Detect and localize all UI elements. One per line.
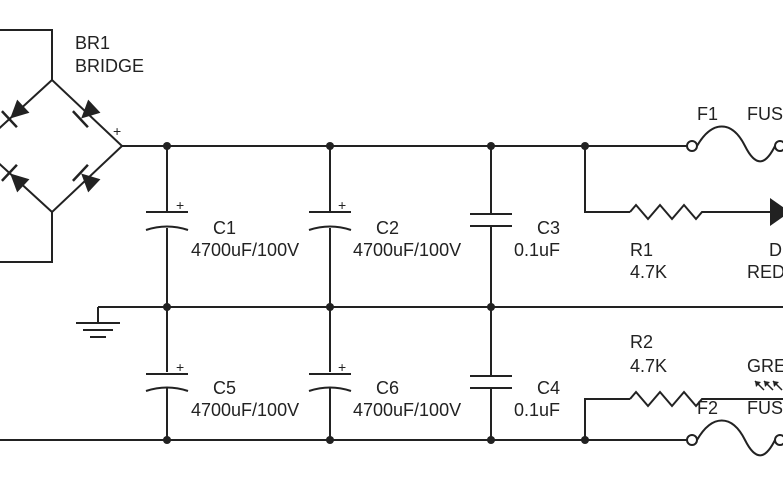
bridge-diode-icon xyxy=(1,163,30,193)
bridge-ref: BR1 xyxy=(75,33,110,53)
bridge-diode-icon xyxy=(72,163,101,193)
cap-value: 4700uF/100V xyxy=(191,400,299,420)
bridge-wire-left xyxy=(0,79,53,213)
cap-plus: + xyxy=(338,197,346,213)
cap-plus: + xyxy=(338,359,346,375)
led-color: GRE xyxy=(747,356,783,376)
resistor-r1: R1 4.7K xyxy=(629,203,770,282)
cap-plus: + xyxy=(176,359,184,375)
led-red-icon: D RED xyxy=(747,198,783,282)
fuse-f2: F2 FUS xyxy=(686,398,783,457)
capacitor-c2: + C2 4700uF/100V xyxy=(308,197,461,260)
capacitor-c4: C4 0.1uF xyxy=(470,375,560,420)
resistor-r2: R2 4.7K xyxy=(629,332,783,408)
bridge-rectifier: BR1 BRIDGE + xyxy=(0,29,144,263)
fuse-ref: F1 xyxy=(697,104,718,124)
cap-value: 4700uF/100V xyxy=(191,240,299,260)
cap-ref: C4 xyxy=(537,378,560,398)
light-emission-arrows-icon xyxy=(754,380,783,391)
resistor-ref: R2 xyxy=(630,332,653,352)
cap-ref: C3 xyxy=(537,218,560,238)
bridge-diode-icon xyxy=(72,99,101,129)
resistor-value: 4.7K xyxy=(630,356,667,376)
cap-ref: C6 xyxy=(376,378,399,398)
cap-value: 0.1uF xyxy=(514,240,560,260)
ground-icon xyxy=(76,307,120,338)
cap-ref: C5 xyxy=(213,378,236,398)
cap-value: 0.1uF xyxy=(514,400,560,420)
cap-plus: + xyxy=(176,197,184,213)
resistor-ref: R1 xyxy=(630,240,653,260)
fuse-f1: F1 FUS xyxy=(686,104,783,163)
r1-branch-wire xyxy=(584,146,630,213)
bridge-type: BRIDGE xyxy=(75,56,144,76)
cap-value: 4700uF/100V xyxy=(353,240,461,260)
bridge-plus: + xyxy=(113,123,121,139)
fuse-ref: F2 xyxy=(697,398,718,418)
bridge-diode-icon xyxy=(1,99,30,129)
resistor-value: 4.7K xyxy=(630,262,667,282)
led-ref: D xyxy=(769,240,782,260)
cap-ref: C1 xyxy=(213,218,236,238)
cap-ref: C2 xyxy=(376,218,399,238)
capacitor-c3: C3 0.1uF xyxy=(470,213,560,260)
led-color: RED xyxy=(747,262,783,282)
capacitor-c1: + C1 4700uF/100V xyxy=(145,197,299,260)
fuse-type: FUS xyxy=(747,398,783,418)
capacitor-c5: + C5 4700uF/100V xyxy=(145,359,299,420)
junction-dots xyxy=(163,142,589,444)
led-green-icon: GRE xyxy=(747,356,783,391)
capacitor-c6: + C6 4700uF/100V xyxy=(308,359,461,420)
fuse-type: FUS xyxy=(747,104,783,124)
cap-value: 4700uF/100V xyxy=(353,400,461,420)
r2-branch-wire xyxy=(584,398,630,440)
